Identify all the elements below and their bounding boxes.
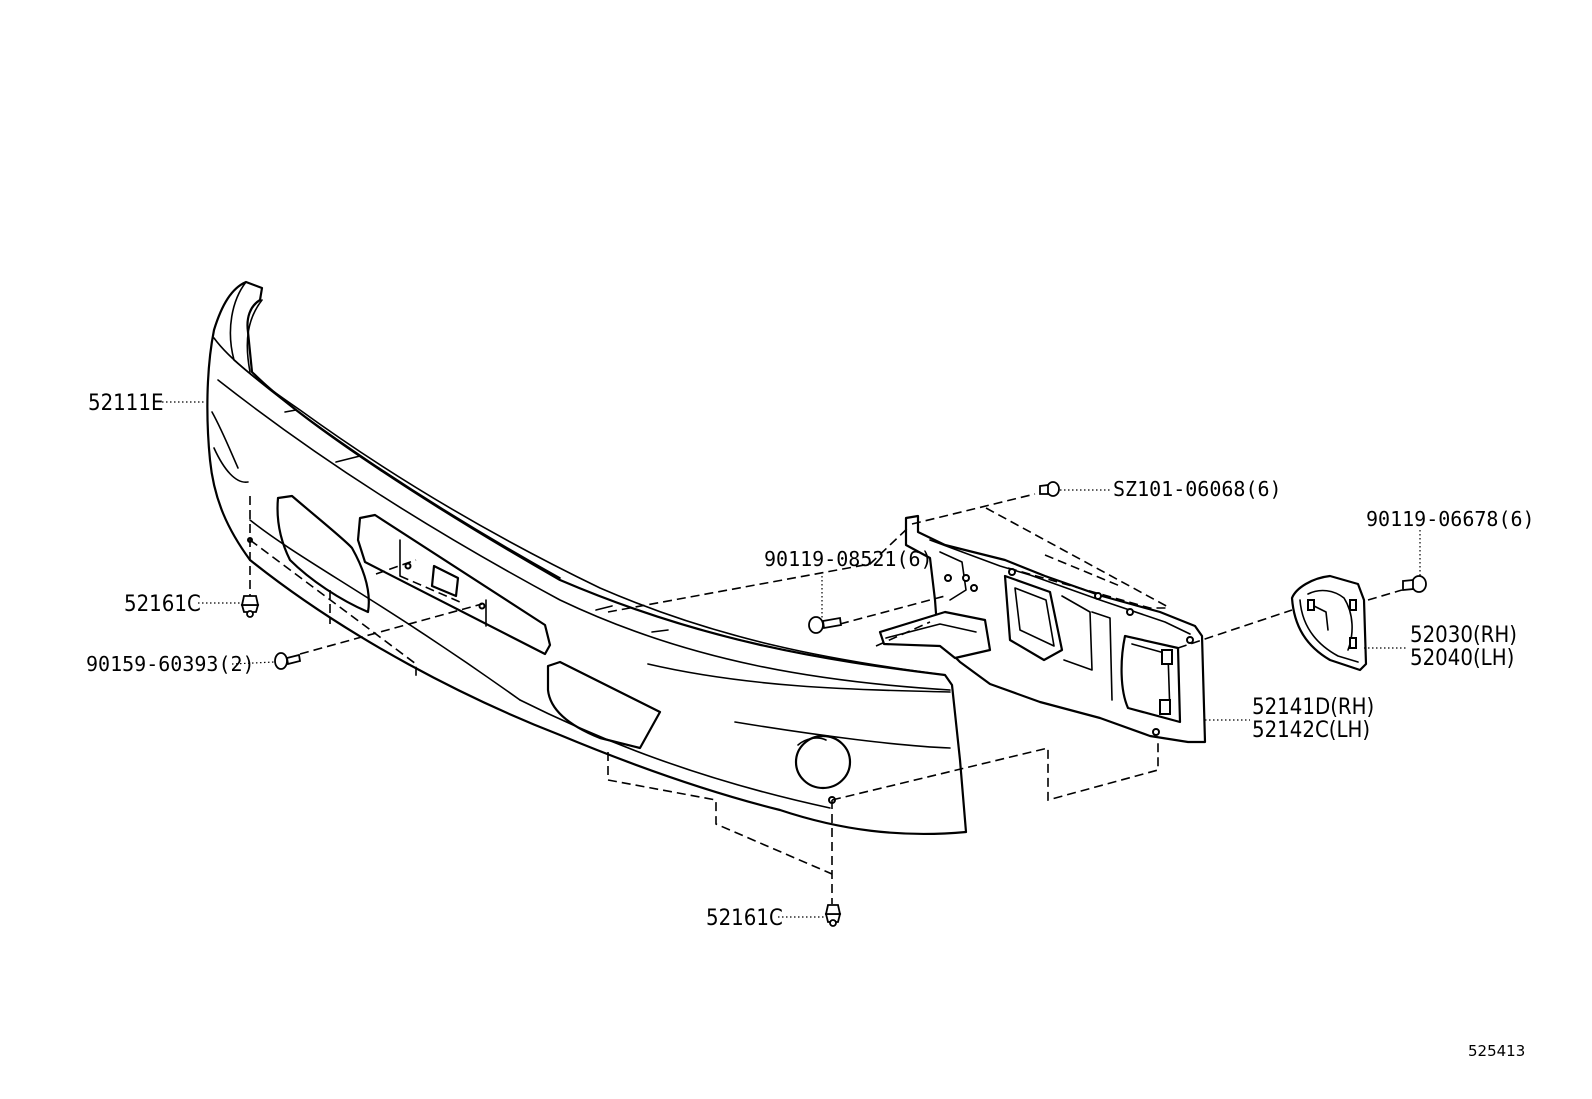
fog-lamp-retainer-drawing[interactable] [1290, 574, 1368, 672]
label-bolt-center: 90119-08521(6) [764, 547, 933, 571]
fastener-clip-bottom[interactable] [824, 904, 842, 927]
label-reinforcement-rh: 52141D(RH) [1252, 695, 1374, 720]
diagram-reference-number: 525413 [1468, 1042, 1525, 1060]
bumper-cover-drawing[interactable] [206, 280, 968, 836]
fastener-bolt-center[interactable] [808, 616, 843, 634]
label-clip-bottom: 52161C [706, 906, 783, 931]
fastener-screw-left[interactable] [274, 652, 302, 670]
label-bumper-cover: 52111E [88, 391, 163, 416]
leader-lines [162, 401, 1421, 918]
fastener-bolt-right[interactable] [1402, 575, 1427, 593]
label-clip-upper: 52161C [124, 592, 201, 617]
label-screw-left: 90159-60393(2) [86, 652, 255, 676]
label-bolt-top: SZ101-06068(6) [1113, 477, 1282, 501]
bumper-reinforcement-drawing[interactable] [878, 514, 1207, 744]
assembly-lines [249, 493, 1403, 904]
fastener-clip-upper[interactable] [240, 595, 260, 618]
label-reinforcement-lh: 52142C(LH) [1252, 718, 1370, 743]
label-bolt-right: 90119-06678(6) [1366, 507, 1535, 531]
label-retainer-rh: 52030(RH) [1410, 623, 1517, 648]
label-retainer-lh: 52040(LH) [1410, 646, 1514, 671]
fastener-bolt-top[interactable] [1039, 481, 1060, 497]
